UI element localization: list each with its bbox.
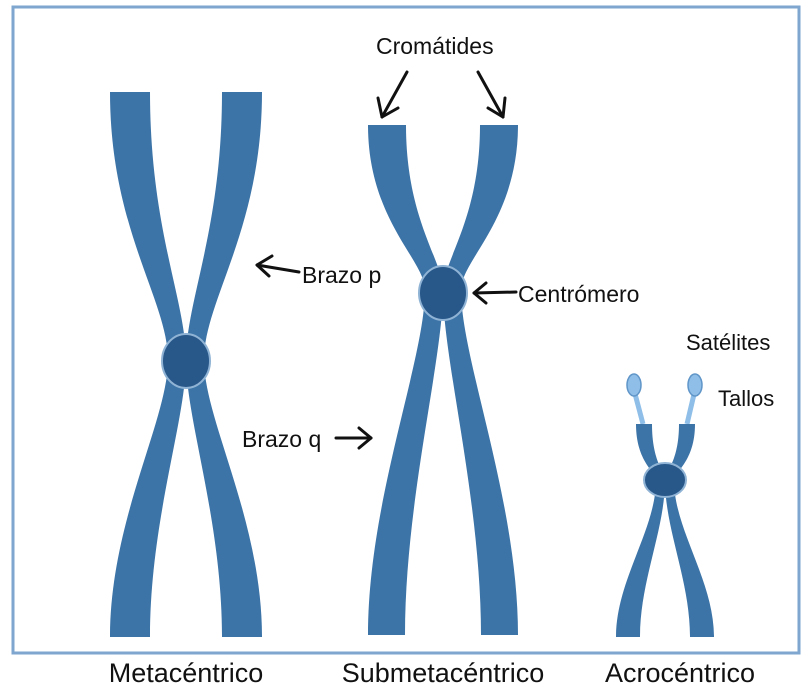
metacentric-centromere	[162, 334, 210, 388]
acrocentric-centromere	[644, 463, 686, 497]
submetacentric-title: Submetacéntrico	[342, 658, 545, 688]
satellites-label: Satélites	[686, 330, 770, 355]
arm-q-label: Brazo q	[242, 426, 321, 452]
centromere-label: Centrómero	[518, 281, 639, 307]
stalks-label: Tallos	[718, 386, 774, 411]
metacentric-title: Metacéntrico	[109, 658, 264, 688]
submetacentric-centromere	[419, 266, 467, 320]
acrocentric-title: Acrocéntrico	[605, 658, 755, 688]
right-satellite	[688, 374, 702, 396]
left-satellite	[627, 374, 641, 396]
chromatids-label: Cromátides	[376, 33, 494, 59]
arm-p-label: Brazo p	[302, 262, 381, 288]
